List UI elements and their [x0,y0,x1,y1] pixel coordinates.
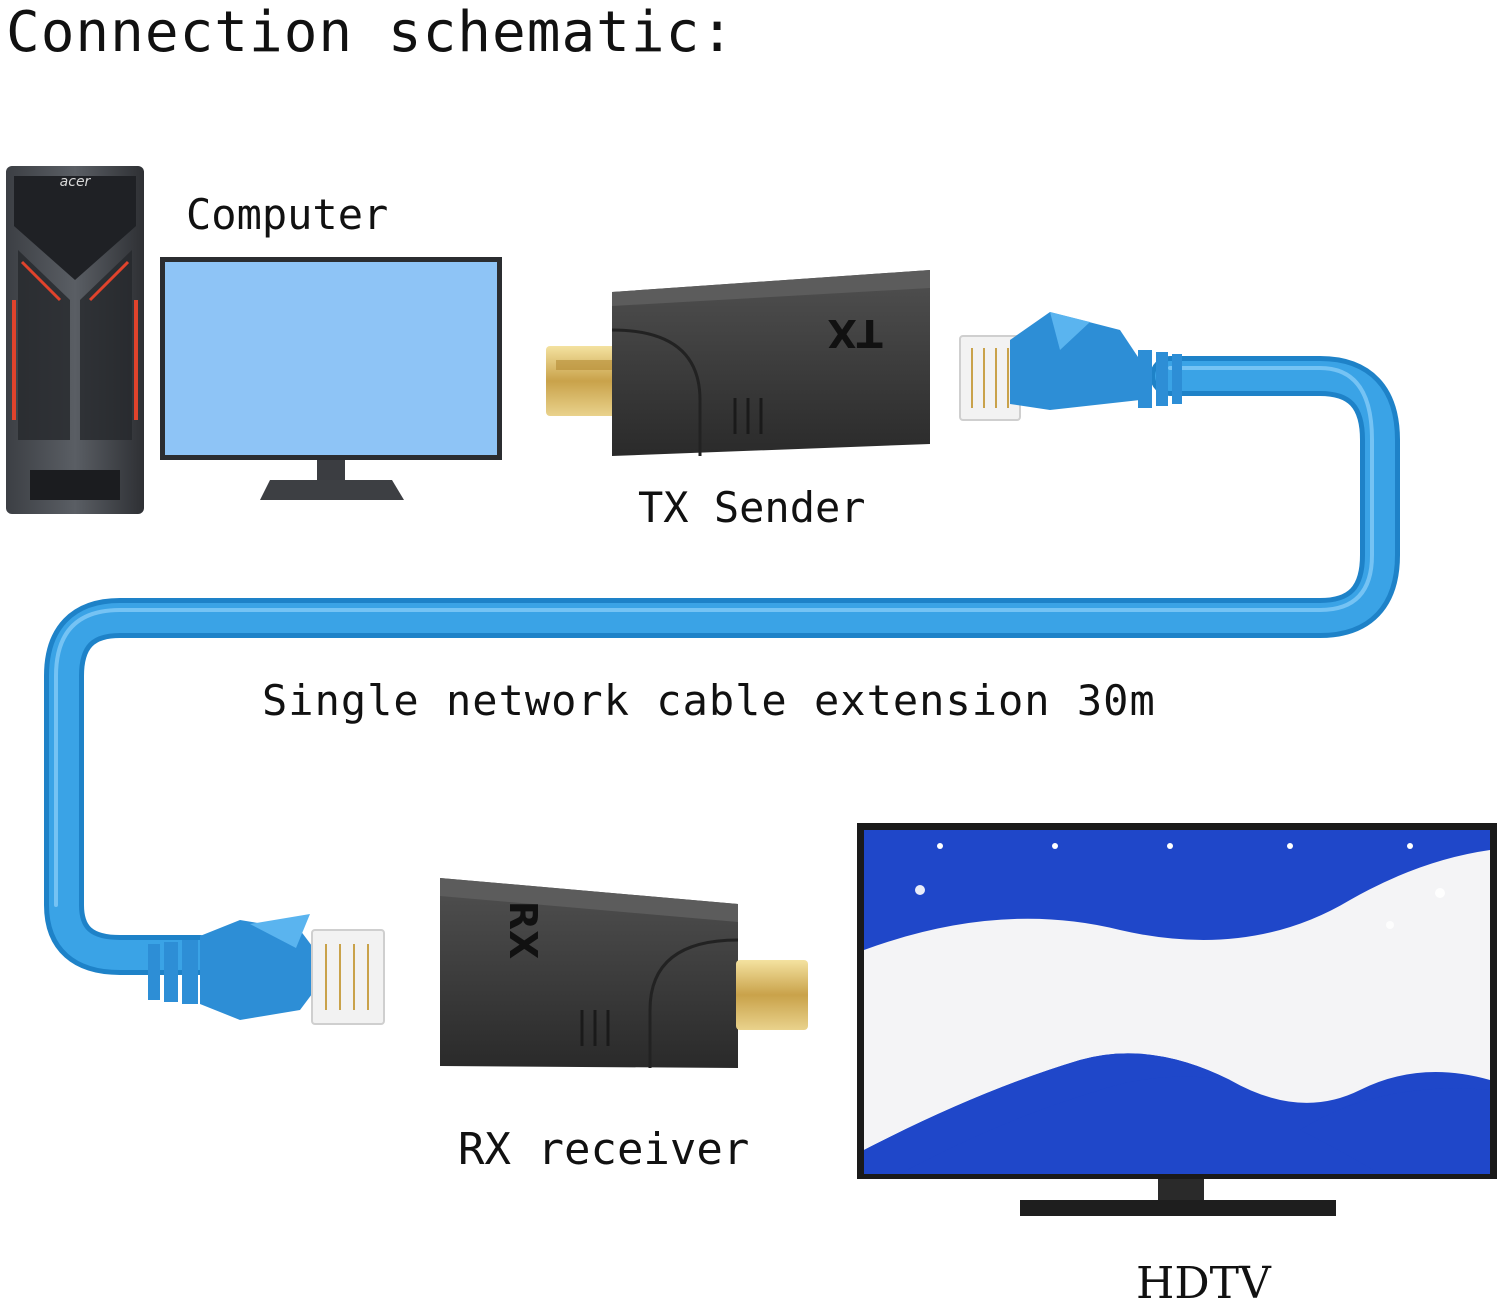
monitor-icon [160,257,502,500]
label-rx-receiver: RX receiver [458,1124,750,1175]
pc-tower-icon: acer [6,166,144,514]
pc-brand-label: acer [60,174,92,190]
label-cable-extension: Single network cable extension 30m [262,676,1156,725]
label-hdtv: HDTV [1136,1258,1271,1309]
tx-adapter-icon: TX [546,270,930,456]
tx-marking: TX [827,311,882,355]
rj45-plug-icon [959,312,1182,421]
diagram-title: Connection schematic: [6,0,736,65]
tv-icon [857,823,1497,1216]
rx-adapter-icon: RX [440,878,808,1068]
label-computer: Computer [186,190,389,239]
rj45-plug-icon-rx [148,914,385,1025]
label-tx-sender: TX Sender [638,483,866,532]
rx-marking: RX [501,901,545,960]
